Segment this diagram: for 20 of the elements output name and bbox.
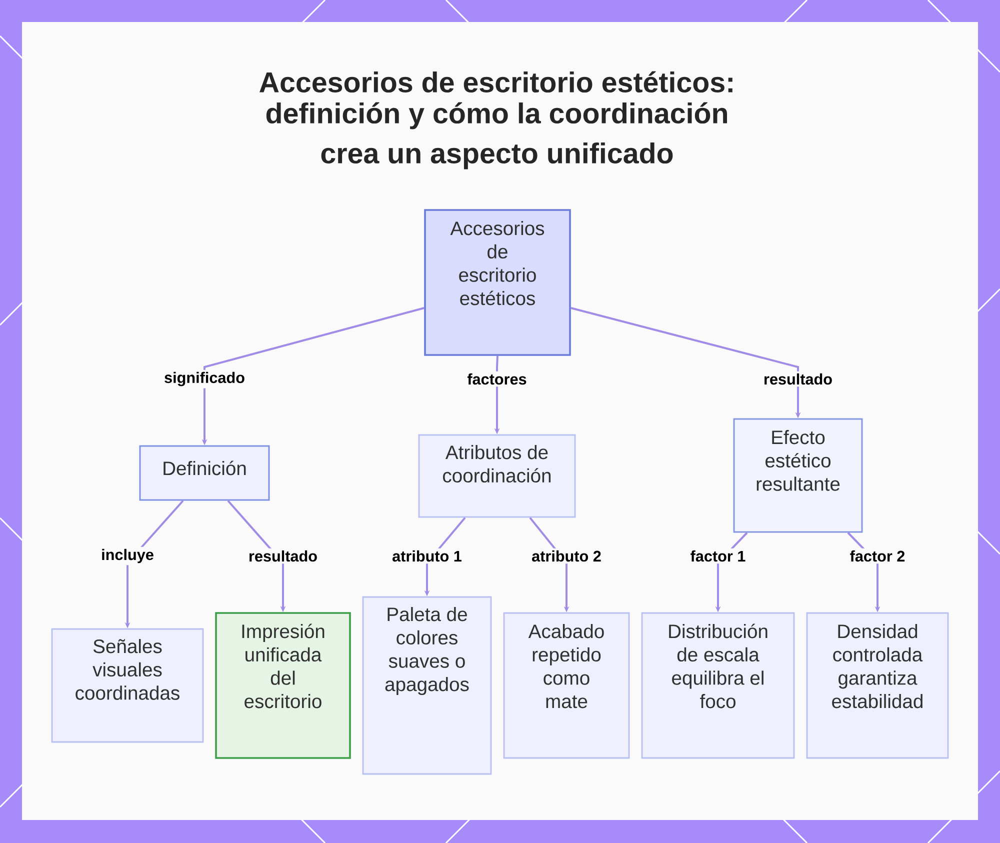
concept-box: Definición: [139, 445, 270, 501]
concept-box: Impresión unificada del escritorio: [215, 612, 351, 759]
edge-label: significado: [162, 370, 247, 388]
concept-box: Señales visuales coordinadas: [51, 628, 204, 743]
title: Accesorios de escritorio estéticos: definición y cómo la coordinación crea un aspecto unificado: [260, 71, 732, 170]
concept-box: Densidad controlada garantiza estabilidad: [806, 612, 949, 759]
edge-label: atributo 2: [530, 548, 604, 564]
concept-box: Distribución de escala equilibra el foco: [641, 612, 795, 759]
edge-label: resultado: [246, 548, 320, 564]
edge-label: factores: [465, 371, 529, 387]
concept-box: Acabado repetido como mate: [503, 612, 630, 759]
concept-box: Atributos de coordinación: [418, 434, 576, 518]
edge-label: factor 2: [848, 548, 908, 564]
concept-box: Paleta de colores suaves o apagados: [362, 596, 492, 775]
concept-box: Accesorios de escritorio estéticos: [424, 209, 571, 356]
edge-label: incluye: [99, 546, 156, 566]
concept-box: Efecto estético resultante: [733, 418, 863, 533]
edge-label: atributo 1: [390, 548, 464, 564]
edge-label: resultado: [762, 371, 835, 387]
edge-label: factor 1: [688, 548, 748, 564]
